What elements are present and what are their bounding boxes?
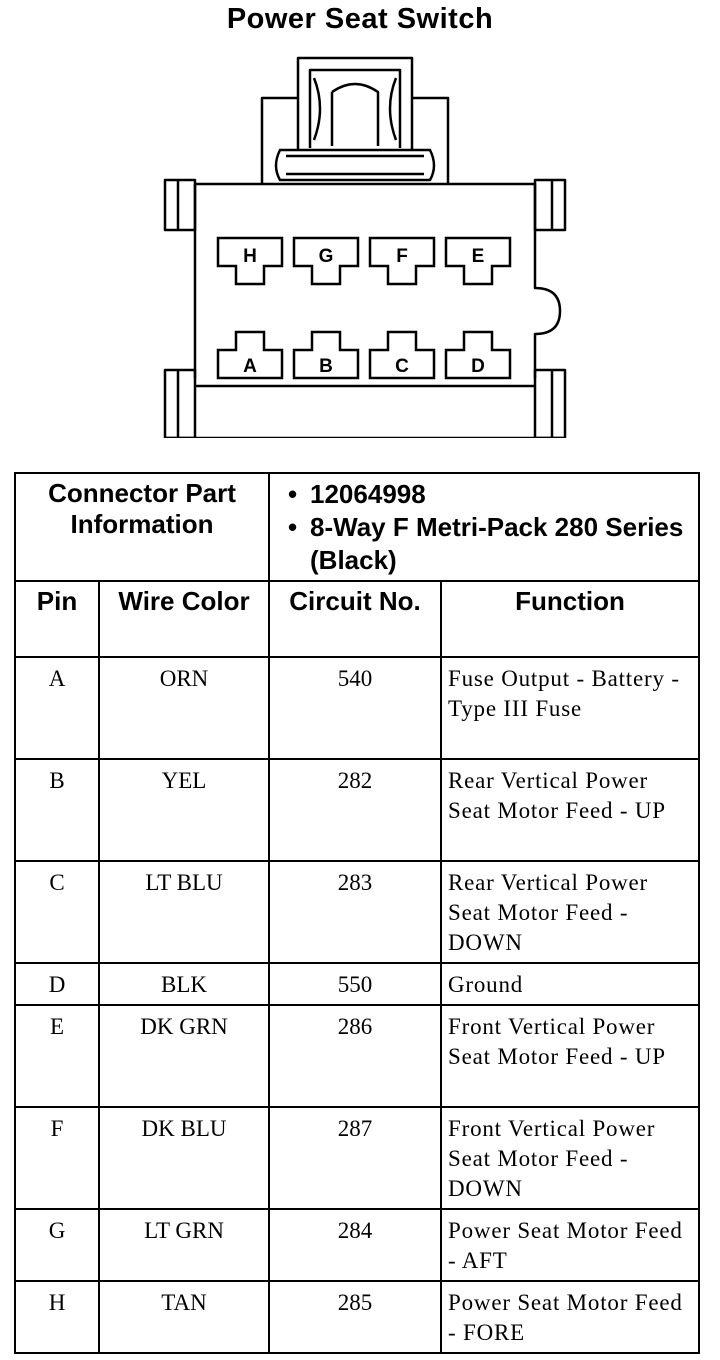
- latch-tab: [296, 56, 414, 150]
- col-header-function: Function: [440, 580, 701, 658]
- pin-cavity: [292, 236, 360, 286]
- circuit-cell: 282: [268, 758, 443, 862]
- pin-label-a: A: [243, 356, 257, 377]
- function-cell: Front Vertical Power Seat Motor Feed - U…: [440, 1004, 701, 1108]
- pin-cell: B: [14, 758, 100, 862]
- pin-cavity: [216, 330, 284, 380]
- wire-color-cell: YEL: [97, 758, 271, 862]
- connector-info-values: 12064998 8-Way F Metri-Pack 280 Series (…: [268, 472, 701, 582]
- wire-color-cell: TAN: [97, 1280, 271, 1354]
- function-cell: Front Vertical Power Seat Motor Feed - D…: [440, 1106, 701, 1210]
- pin-cell: C: [14, 860, 100, 964]
- circuit-cell: 287: [268, 1106, 443, 1210]
- circuit-cell: 550: [268, 962, 443, 1006]
- pin-table: Connector Part Information 12064998 8-Wa…: [13, 472, 701, 1354]
- circuit-cell: 286: [268, 1004, 443, 1108]
- connector-diagram: H G F E A B C D: [163, 56, 567, 438]
- pin-cavity: [444, 236, 512, 286]
- function-cell: Power Seat Motor Feed - FORE: [440, 1280, 701, 1354]
- wire-color-cell: BLK: [97, 962, 271, 1006]
- pin-cell: E: [14, 1004, 100, 1108]
- wire-color-cell: LT BLU: [97, 860, 271, 964]
- pin-cell: F: [14, 1106, 100, 1210]
- pin-label-c: C: [395, 356, 409, 377]
- function-cell: Ground: [440, 962, 701, 1006]
- part-number: 12064998: [288, 478, 698, 511]
- wire-color-cell: ORN: [97, 656, 271, 760]
- pin-cavity: [368, 236, 436, 286]
- pin-cell: A: [14, 656, 100, 760]
- pin-cavity: [368, 330, 436, 380]
- wire-color-cell: DK BLU: [97, 1106, 271, 1210]
- circuit-cell: 284: [268, 1208, 443, 1282]
- pin-label-h: H: [243, 246, 257, 267]
- col-header-wire-color: Wire Color: [97, 580, 271, 658]
- pin-cavity: [444, 330, 512, 380]
- col-header-circuit: Circuit No.: [268, 580, 443, 658]
- function-cell: Power Seat Motor Feed - AFT: [440, 1208, 701, 1282]
- pin-label-f: F: [396, 246, 408, 267]
- wire-color-cell: DK GRN: [97, 1004, 271, 1108]
- connector-type: 8-Way F Metri-Pack 280 Series (Black): [288, 511, 698, 577]
- function-cell: Rear Vertical Power Seat Motor Feed - UP: [440, 758, 701, 862]
- circuit-cell: 540: [268, 656, 443, 760]
- wire-color-cell: LT GRN: [97, 1208, 271, 1282]
- column-header-row: Pin Wire Color Circuit No. Function: [14, 580, 701, 658]
- pin-label-b: B: [319, 356, 333, 377]
- upper-housing: [260, 96, 450, 184]
- col-header-pin: Pin: [14, 580, 100, 658]
- connector-info-label: Connector Part Information: [13, 472, 271, 582]
- function-cell: Rear Vertical Power Seat Motor Feed - DO…: [440, 860, 701, 964]
- pin-cavity: [216, 236, 284, 286]
- pin-label-d: D: [471, 356, 485, 377]
- circuit-cell: 283: [268, 860, 443, 964]
- pin-cell: D: [14, 962, 100, 1006]
- pin-cell: H: [14, 1280, 100, 1354]
- pin-cell: G: [14, 1208, 100, 1282]
- pin-label-e: E: [472, 246, 485, 267]
- page-title: Power Seat Switch: [226, 3, 494, 35]
- connector-info-row: Connector Part Information 12064998 8-Wa…: [13, 472, 701, 582]
- pin-label-g: G: [319, 246, 334, 267]
- circuit-cell: 285: [268, 1280, 443, 1354]
- pin-cavity: [292, 330, 360, 380]
- function-cell: Fuse Output - Battery - Type III Fuse: [440, 656, 701, 760]
